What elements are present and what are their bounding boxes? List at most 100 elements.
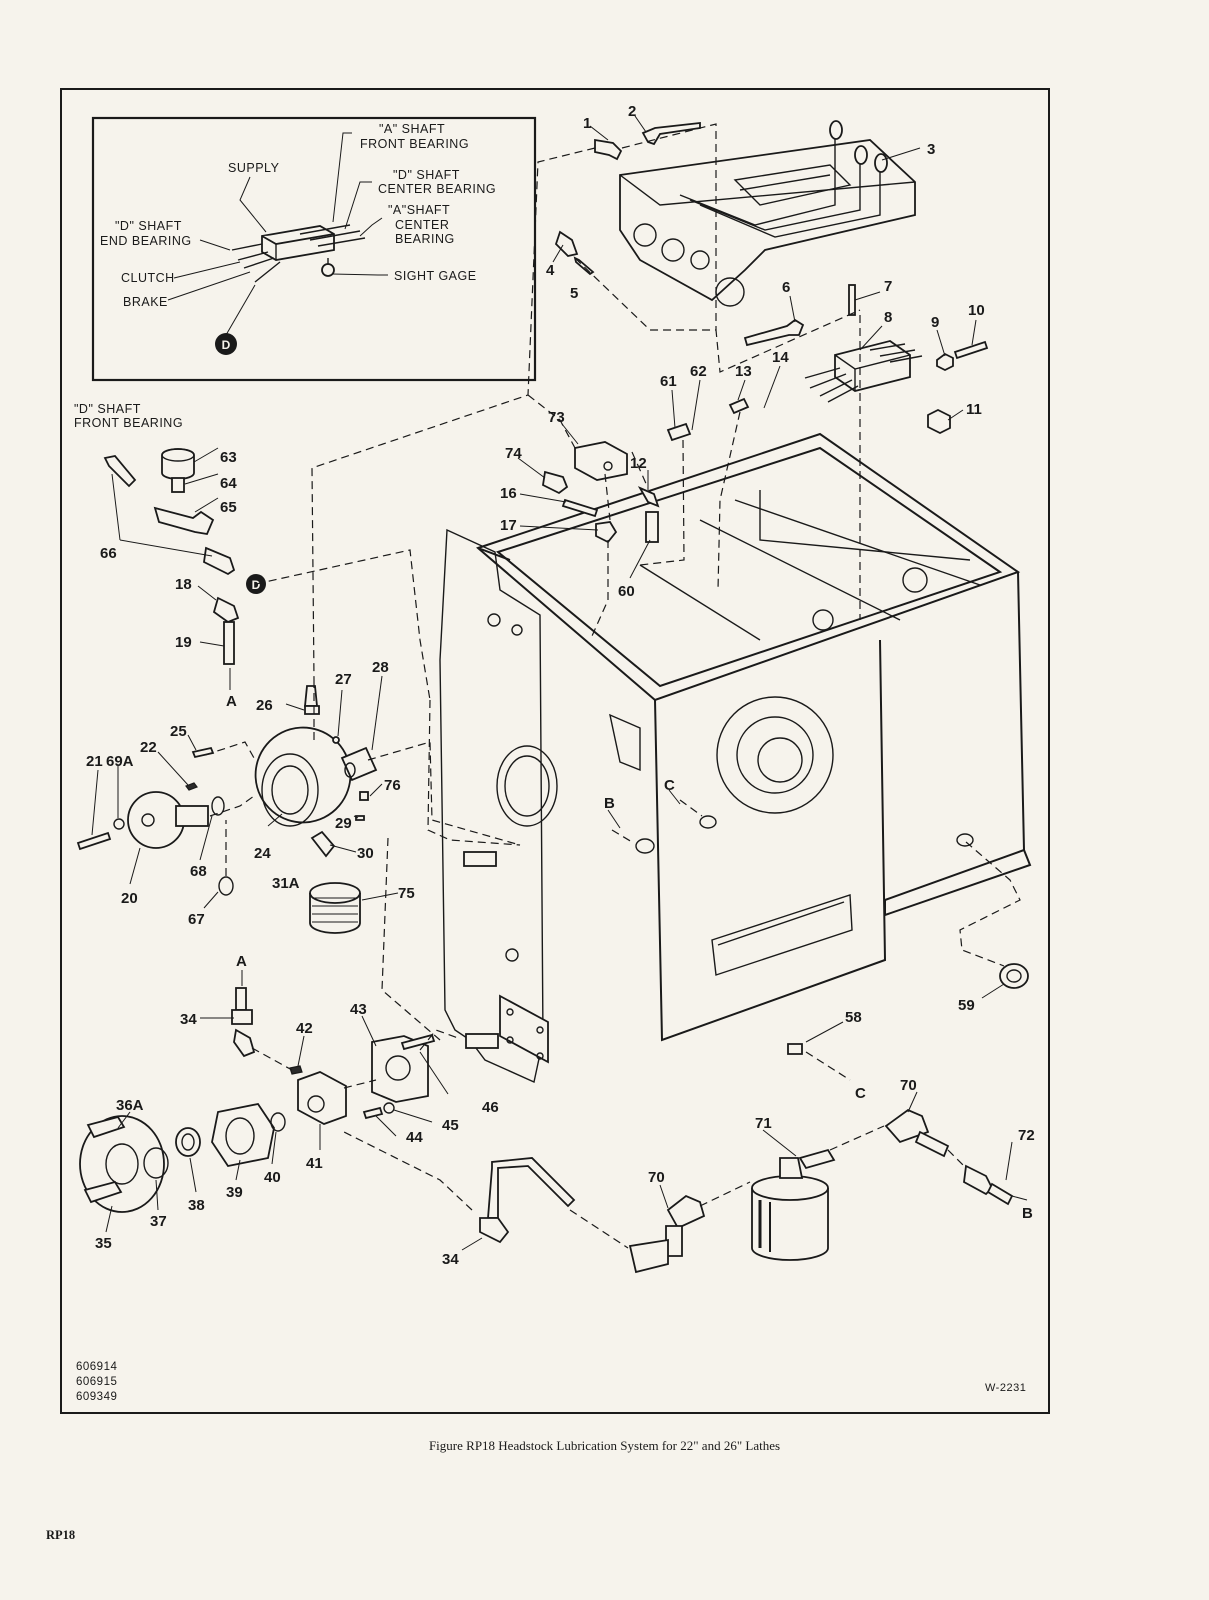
part-code: 606915 <box>76 1376 118 1388</box>
ref-a-lower: A <box>236 953 247 970</box>
callout-29: 29 <box>335 815 352 832</box>
callout-44: 44 <box>406 1129 423 1146</box>
callout-3: 3 <box>927 141 935 158</box>
callout-43: 43 <box>350 1001 367 1018</box>
inset-label-a-front-1: "A" SHAFT <box>379 122 445 136</box>
inset-label-a-front-2: FRONT BEARING <box>360 137 469 151</box>
callout-12: 12 <box>630 455 647 472</box>
callout-62: 62 <box>690 363 707 380</box>
part-codes: 606914 606915 609349 <box>76 1360 117 1405</box>
part-code: 609349 <box>76 1391 118 1403</box>
top-manifold-block <box>554 120 916 307</box>
inset-marker-letter: D <box>222 338 231 352</box>
callout-labels: 1 2 3 4 5 6 7 8 9 10 11 12 13 14 16 17 1… <box>86 103 1035 1268</box>
callout-76: 76 <box>384 777 401 794</box>
callout-45: 45 <box>442 1117 459 1134</box>
callout-11: 11 <box>966 401 982 418</box>
callout-40: 40 <box>264 1169 281 1186</box>
callout-61: 61 <box>660 373 677 390</box>
inset-label-a-center-1: "A"SHAFT <box>388 203 450 217</box>
headstock-casting <box>476 432 1032 1042</box>
callout-39: 39 <box>226 1184 243 1201</box>
callout-18: 18 <box>175 576 192 593</box>
callout-46: 46 <box>482 1099 499 1116</box>
diagram-frame <box>60 88 1050 1414</box>
callout-24: 24 <box>254 845 271 862</box>
part-code: 606914 <box>76 1361 118 1373</box>
inset-label-sight-gage: SIGHT GAGE <box>394 269 477 283</box>
callout-9: 9 <box>931 314 939 331</box>
callout-16: 16 <box>500 485 517 502</box>
callout-13: 13 <box>735 363 752 380</box>
callout-74: 74 <box>505 445 522 462</box>
d-front-label-1: "D" SHAFT <box>74 402 141 416</box>
ref-b-fitting: B <box>1022 1205 1033 1222</box>
end-cover-plate <box>427 528 558 1083</box>
inset-label-brake: BRAKE <box>123 295 168 309</box>
callout-1: 1 <box>583 115 591 132</box>
callout-42: 42 <box>296 1020 313 1037</box>
callout-31a: 31A <box>272 875 300 892</box>
callout-66: 66 <box>100 545 117 562</box>
callout-25: 25 <box>170 723 187 740</box>
marker-d-letter: D <box>252 578 261 592</box>
callout-60: 60 <box>618 583 635 600</box>
inset-label-d-center-2: CENTER BEARING <box>378 182 496 196</box>
inset-label-a-center-3: BEARING <box>395 232 455 246</box>
pump-group <box>76 685 378 934</box>
inset-label-clutch: CLUTCH <box>121 271 175 285</box>
figure-caption: Figure RP18 Headstock Lubrication System… <box>428 1438 781 1453</box>
callout-5: 5 <box>570 285 578 302</box>
callout-75: 75 <box>398 885 415 902</box>
callout-10: 10 <box>968 302 985 319</box>
marker-d <box>246 574 266 594</box>
callout-69a: 69A <box>106 753 134 770</box>
callout-37: 37 <box>150 1213 167 1230</box>
callout-41: 41 <box>306 1155 323 1172</box>
callout-7: 7 <box>884 278 892 295</box>
callout-17: 17 <box>500 517 517 534</box>
callout-21: 21 <box>86 753 103 770</box>
callout-2: 2 <box>628 103 636 120</box>
ref-c-body: C <box>664 777 675 794</box>
callout-65: 65 <box>220 499 237 516</box>
callout-58: 58 <box>845 1009 862 1026</box>
callout-38: 38 <box>188 1197 205 1214</box>
callout-34-upper: 34 <box>180 1011 197 1028</box>
callout-27: 27 <box>335 671 352 688</box>
callout-14: 14 <box>772 349 789 366</box>
page-id: RP18 <box>46 1528 76 1542</box>
ref-a-upper: A <box>226 693 237 710</box>
leader-lines <box>91 115 1028 1251</box>
oil-feed-parts: D <box>103 397 750 665</box>
ref-c-lower: C <box>855 1085 866 1102</box>
inset-marker-d <box>215 333 237 355</box>
callout-6: 6 <box>782 279 790 296</box>
callout-28: 28 <box>372 659 389 676</box>
d-front-label-2: FRONT BEARING <box>74 416 183 430</box>
callout-64: 64 <box>220 475 237 492</box>
callout-4: 4 <box>546 262 555 279</box>
callout-63: 63 <box>220 449 237 466</box>
inset-label-d-center-1: "D" SHAFT <box>393 168 460 182</box>
filter-line-group <box>628 963 1029 1274</box>
inset-label-d-end-1: "D" SHAFT <box>115 219 182 233</box>
callout-22: 22 <box>140 739 157 756</box>
callout-73: 73 <box>548 409 565 426</box>
d-shaft-front-label: "D" SHAFT FRONT BEARING <box>74 402 183 430</box>
callout-68: 68 <box>190 863 207 880</box>
callout-71: 71 <box>755 1115 772 1132</box>
callout-20: 20 <box>121 890 138 907</box>
inset-detail: "A" SHAFT FRONT BEARING SUPPLY "D" SHAFT… <box>91 116 537 382</box>
inset-label-supply: SUPPLY <box>228 161 280 175</box>
dashed-connectors <box>204 123 1021 1249</box>
drawing-number: W-2231 <box>985 1382 1027 1394</box>
callout-72: 72 <box>1018 1127 1035 1144</box>
callout-8: 8 <box>884 309 892 326</box>
inset-label-d-end-2: END BEARING <box>100 234 192 248</box>
lower-pump-group <box>79 987 576 1244</box>
callout-19: 19 <box>175 634 192 651</box>
callout-70-lower: 70 <box>648 1169 665 1186</box>
